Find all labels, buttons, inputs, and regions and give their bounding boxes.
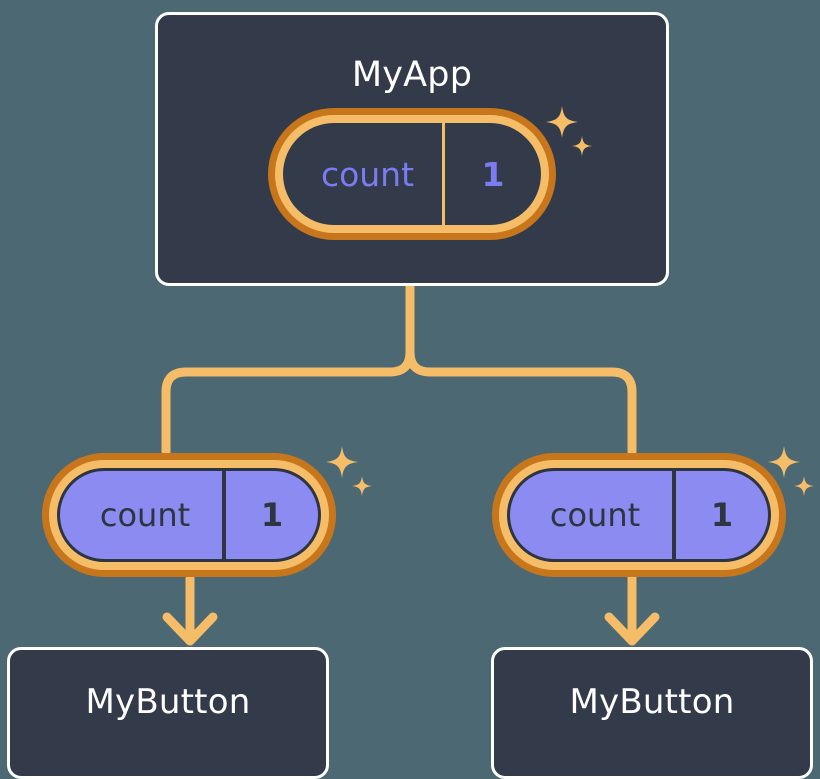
sparkle-small-icon [794,476,814,496]
component-card-label: MyButton [569,682,735,722]
state-key-label: count [549,496,641,534]
connector-trunk [161,281,415,457]
state-value-label: 1 [672,471,768,559]
pill-ring: count 1 [49,460,329,570]
pill-body: count 1 [57,468,321,562]
arrow-down-icon [162,612,218,646]
state-key-label: count [320,154,415,194]
connector-branch-right [405,347,637,457]
state-key-label: count [99,496,191,534]
pill-ring: count 1 [499,460,779,570]
state-pill-myapp[interactable]: count 1 [268,108,556,240]
state-value-label: 1 [222,471,318,559]
component-card-mybutton-right[interactable]: MyButton [491,647,813,779]
pill-body: count 1 [507,468,771,562]
pill-ring: count 1 [275,115,549,233]
component-card-label: MyButton [85,682,251,722]
state-value-label: 1 [442,123,541,225]
arrow-down-icon [604,612,660,646]
pill-body: count 1 [283,123,541,225]
state-pill-left[interactable]: count 1 [42,453,336,577]
sparkle-icon [768,446,800,478]
state-pill-right[interactable]: count 1 [492,453,786,577]
sparkle-icon [326,446,358,478]
page-title: MyApp [351,55,473,95]
sparkle-small-icon [352,476,372,496]
component-card-mybutton-left[interactable]: MyButton [7,647,329,779]
